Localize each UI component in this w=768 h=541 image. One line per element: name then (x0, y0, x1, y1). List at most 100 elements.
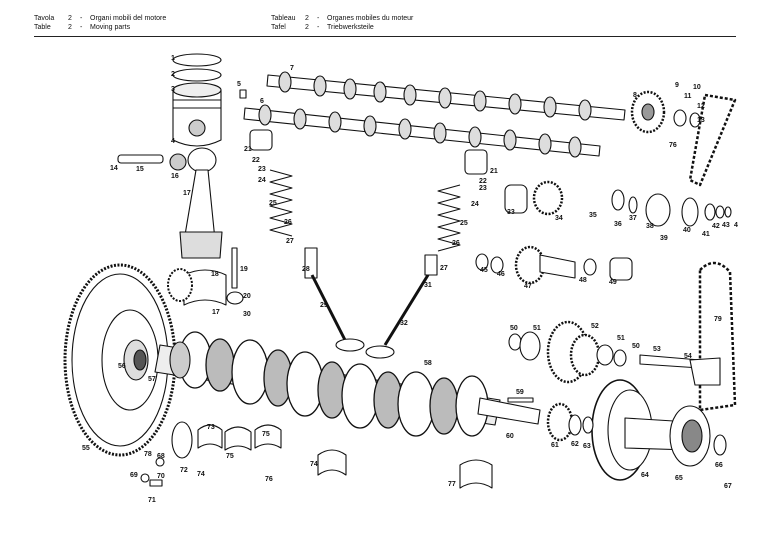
part-callout-51: 51 (617, 335, 625, 342)
part-callout-18: 18 (211, 271, 219, 278)
part-callout-36: 36 (614, 221, 622, 228)
header-right: Tableau 2 - Organes mobiles du moteur Ta… (271, 14, 413, 32)
part-callout-14: 14 (110, 165, 118, 172)
camshaft-upper (266, 71, 626, 121)
part-callout-78: 78 (144, 451, 152, 458)
part-callout-17: 17 (183, 190, 191, 197)
header-label: Table (34, 24, 51, 31)
part-callout-60: 60 (506, 433, 514, 440)
part-callout-12: 12 (697, 103, 705, 110)
part-callout-62: 62 (571, 441, 579, 448)
header-row: Tafel 2 - Triebwerksteile (271, 24, 374, 31)
header-rule (34, 36, 736, 37)
header-row: Tableau 2 - Organes mobiles du moteur (271, 15, 414, 22)
part-callout-45: 45 (480, 267, 488, 274)
part-callout-39: 39 (660, 235, 668, 242)
part-callout-15: 15 (136, 166, 144, 173)
part-callout-1: 1 (171, 55, 175, 62)
part-callout-65: 65 (675, 475, 683, 482)
part-callout-40: 40 (683, 227, 691, 234)
part-callout-59: 59 (516, 389, 524, 396)
part-callout-74: 74 (310, 461, 318, 468)
part-callout-38: 38 (646, 223, 654, 230)
part-callout-50: 50 (510, 325, 518, 332)
part-callout-71: 71 (148, 497, 156, 504)
part-callout-51: 51 (533, 325, 541, 332)
part-callout-8: 8 (633, 92, 637, 99)
part-callout-21: 21 (490, 168, 498, 175)
header-number: 2 (305, 15, 309, 22)
part-callout-42: 42 (712, 223, 720, 230)
header-title: Triebwerksteile (327, 24, 374, 31)
part-callout-32: 32 (400, 320, 408, 327)
part-callout-58: 58 (424, 360, 432, 367)
part-callout-43: 43 (722, 222, 730, 229)
part-callout-79: 79 (714, 316, 722, 323)
part-callout-6: 6 (260, 98, 264, 105)
part-callout-72: 72 (180, 467, 188, 474)
timing-gears (514, 90, 699, 442)
part-callout-29: 29 (320, 302, 328, 309)
timing-chains (688, 93, 737, 412)
header-number: 2 (305, 24, 309, 31)
part-callout-75: 75 (226, 453, 234, 460)
part-callout-41: 41 (702, 231, 710, 238)
part-callout-23: 23 (479, 185, 487, 192)
header-left: Tavola 2 - Organi mobili del motore Tabl… (34, 14, 166, 32)
header-row: Table 2 - Moving parts (34, 24, 131, 31)
flywheel (63, 263, 177, 457)
part-callout-56: 56 (118, 363, 126, 370)
part-callout-63: 63 (583, 443, 591, 450)
part-callout-31: 31 (424, 282, 432, 289)
header-number: 2 (68, 24, 72, 31)
part-callout-77: 77 (448, 481, 456, 488)
bearing-shells (167, 268, 493, 489)
part-callout-24: 24 (471, 201, 479, 208)
header-label: Tableau (271, 15, 296, 22)
header-label: Tafel (271, 24, 286, 31)
part-callout-4: 4 (171, 138, 175, 145)
header-title: Organi mobili del motore (90, 15, 167, 22)
header-row: Tavola 2 - Organi mobili del motore (34, 15, 167, 22)
part-callout-21: 21 (244, 146, 252, 153)
header-title: Moving parts (90, 24, 131, 31)
part-callout-30: 30 (243, 311, 251, 318)
part-callout-75: 75 (262, 431, 270, 438)
part-callout-61: 61 (551, 442, 559, 449)
small-parts (140, 89, 732, 487)
valve-assembly-left (249, 129, 365, 352)
part-callout-37: 37 (629, 215, 637, 222)
part-callout-76: 76 (265, 476, 273, 483)
part-callout-76: 76 (669, 142, 677, 149)
part-callout-13: 13 (697, 117, 705, 124)
part-callout-35: 35 (589, 212, 597, 219)
part-callout-50: 50 (632, 343, 640, 350)
part-callout-25: 25 (269, 200, 277, 207)
part-callout-2: 2 (171, 71, 175, 78)
part-callout-52: 52 (591, 323, 599, 330)
part-callout-26: 26 (452, 240, 460, 247)
part-callout-69: 69 (130, 472, 138, 479)
header-number: 2 (68, 15, 72, 22)
piston-assembly (117, 53, 227, 306)
part-callout-53: 53 (653, 346, 661, 353)
part-callout-9: 9 (675, 82, 679, 89)
camshaft-lower (243, 104, 601, 158)
part-callout-20: 20 (243, 293, 251, 300)
part-callout-4: 4 (734, 222, 738, 229)
part-callout-57: 57 (148, 376, 156, 383)
part-callout-70: 70 (157, 473, 165, 480)
part-callout-49: 49 (609, 279, 617, 286)
part-callout-47: 47 (524, 283, 532, 290)
part-callout-48: 48 (579, 277, 587, 284)
part-callout-73: 73 (207, 424, 215, 431)
crankshaft-pulley (591, 379, 727, 481)
part-callout-17: 17 (212, 309, 220, 316)
part-callout-66: 66 (715, 462, 723, 469)
part-callout-19: 19 (240, 266, 248, 273)
part-callout-74: 74 (197, 471, 205, 478)
part-callout-5: 5 (237, 81, 241, 88)
part-callout-46: 46 (497, 271, 505, 278)
part-callout-25: 25 (460, 220, 468, 227)
